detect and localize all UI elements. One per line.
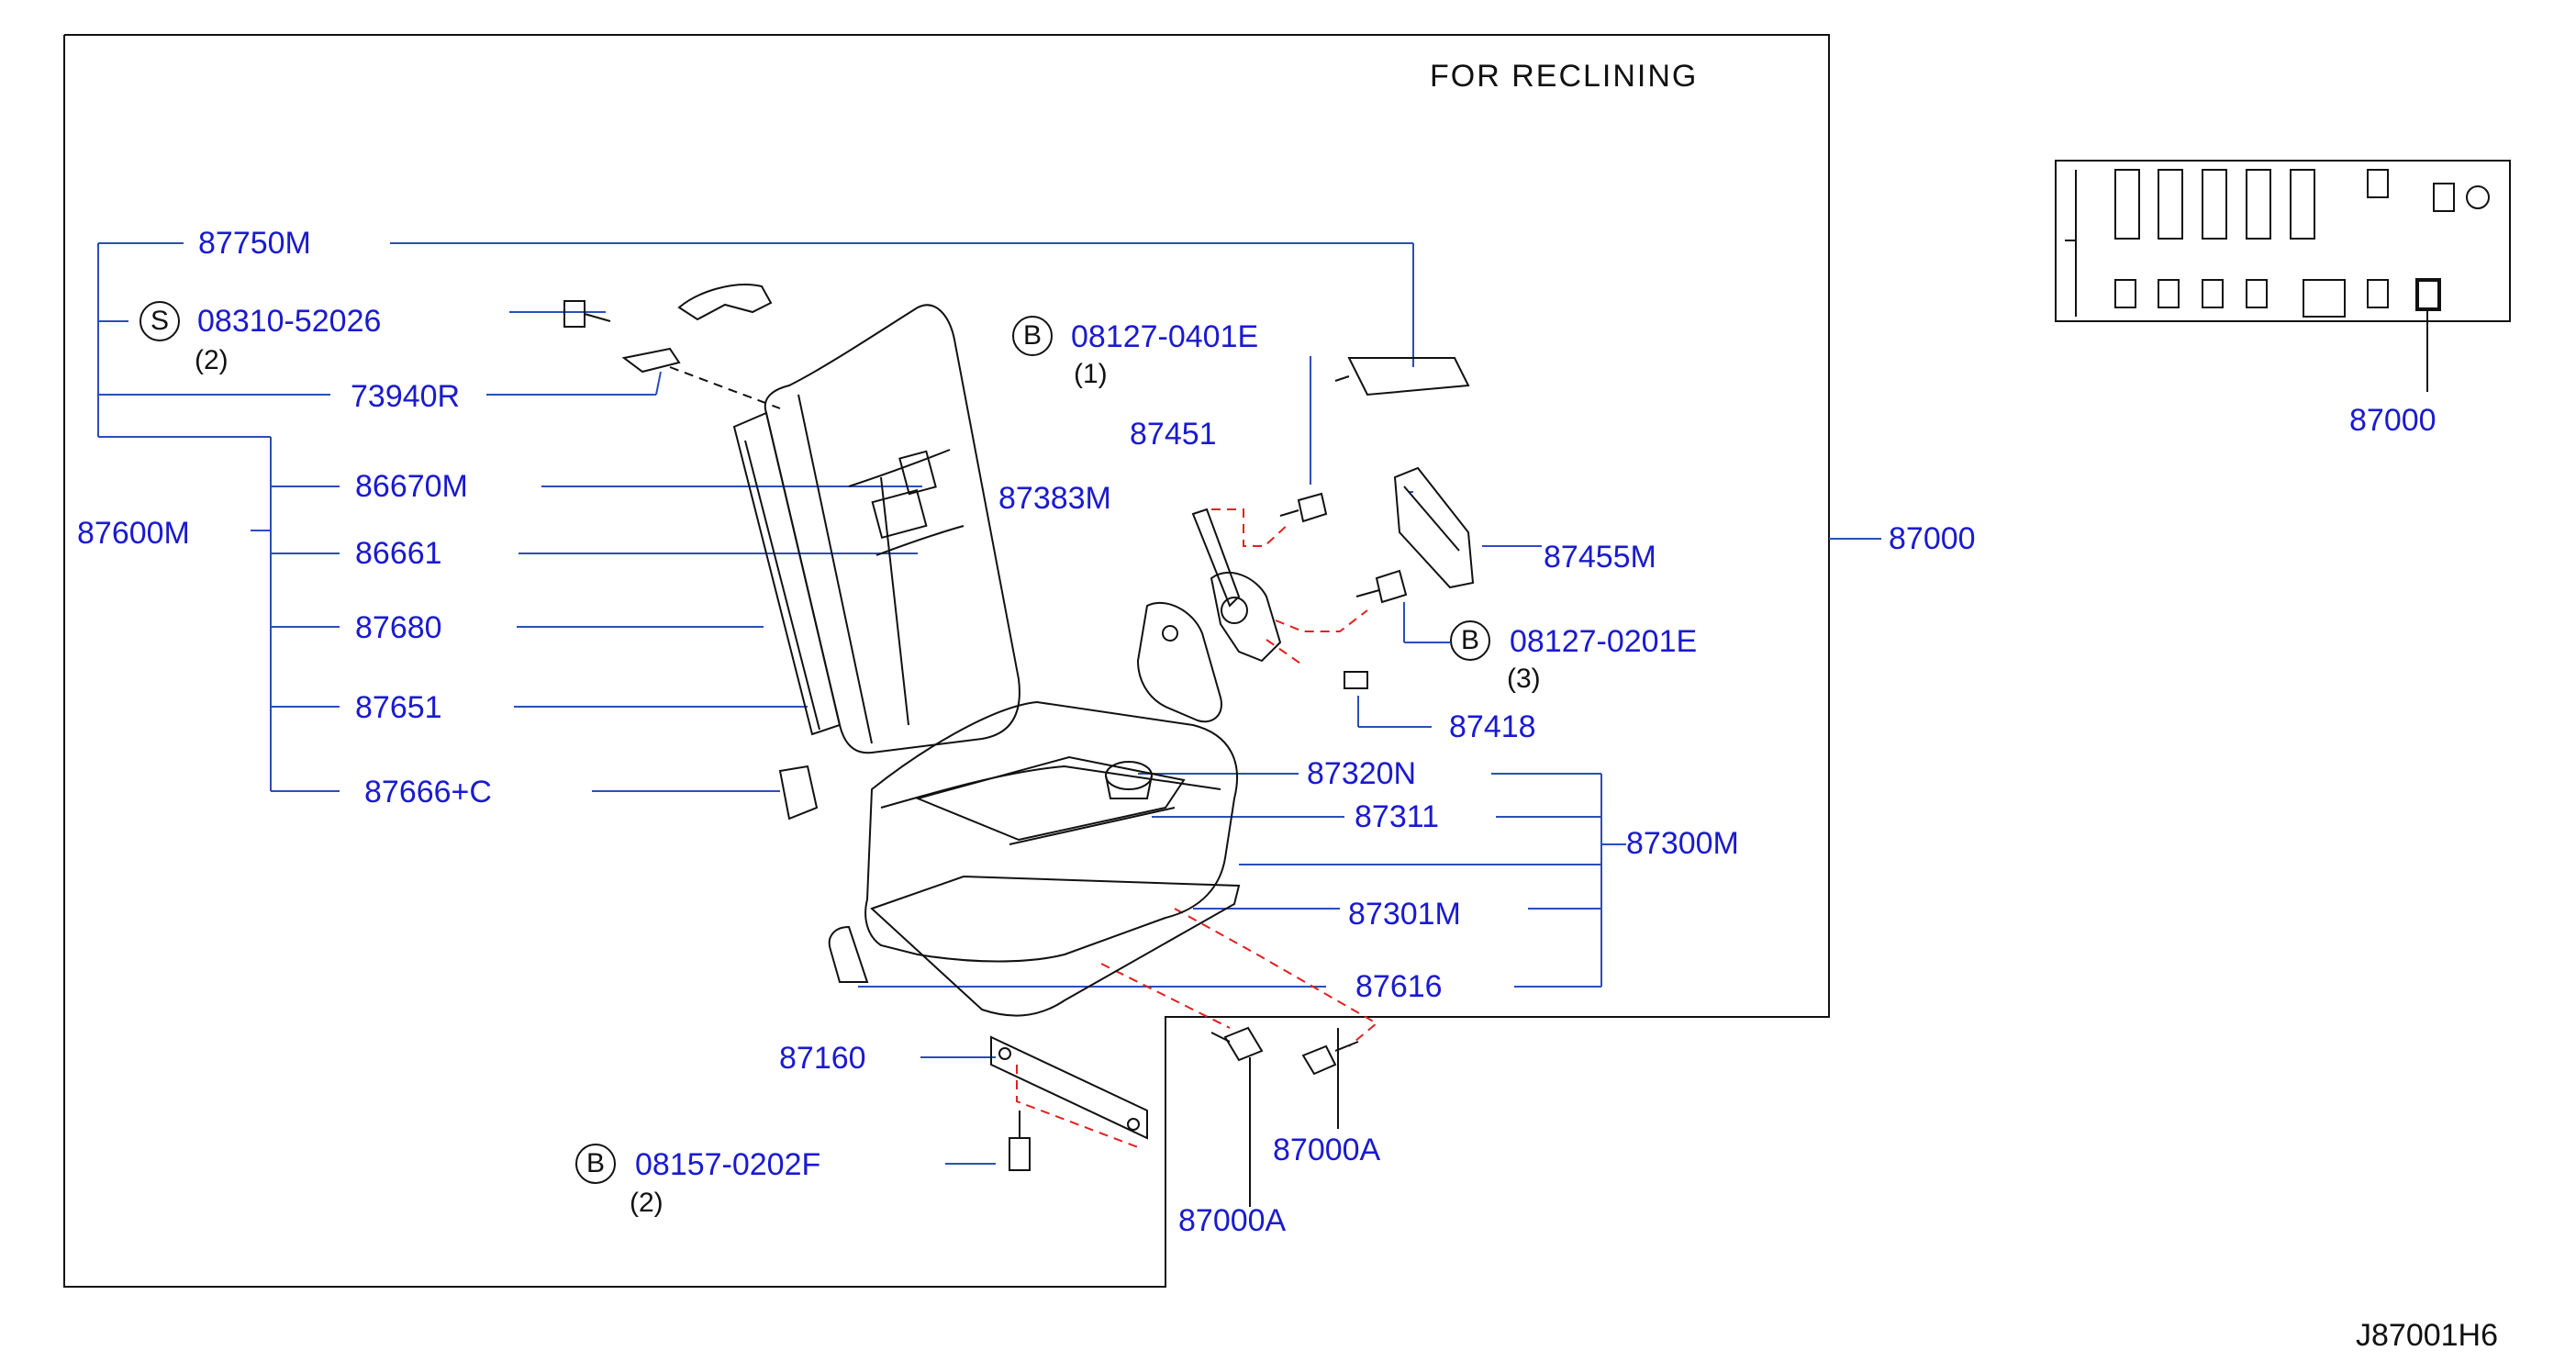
marker-s: S (139, 301, 180, 341)
label-08127-0401E: 08127-0401E (1071, 319, 1259, 354)
qty-08127-0201E: (3) (1507, 664, 1541, 694)
label-87418: 87418 (1449, 709, 1536, 744)
drawing-id: J87001H6 (2356, 1318, 2499, 1353)
qty-08157-0202F: (2) (630, 1188, 664, 1218)
label-87160: 87160 (779, 1041, 866, 1076)
grip-dash (669, 366, 781, 409)
label-87600M: 87600M (77, 516, 190, 551)
leader-lines (97, 242, 2428, 1207)
label-73940R: 73940R (351, 379, 461, 414)
section-title: FOR RECLINING (1430, 59, 1699, 94)
label-08157-0202F: 08157-0202F (635, 1147, 821, 1182)
label-87666C: 87666+C (364, 775, 492, 809)
label-08310-52026: 08310-52026 (197, 304, 382, 339)
label-87750M: 87750M (198, 226, 311, 261)
inset-panel (2055, 160, 2511, 322)
label-87451: 87451 (1130, 417, 1217, 452)
fastener-dashes (1016, 508, 1378, 1148)
marker-b-0401e: B (1012, 316, 1053, 356)
label-08127-0201E: 08127-0201E (1510, 624, 1698, 659)
marker-b-0202f: B (575, 1144, 616, 1184)
label-87000-inset: 87000 (2349, 403, 2437, 438)
main-frame (63, 34, 1830, 1288)
marker-b-0201e: B (1450, 620, 1490, 661)
label-87651: 87651 (355, 690, 442, 725)
seat-illustration (563, 284, 1475, 1171)
label-87616: 87616 (1355, 969, 1443, 1004)
label-87000-main: 87000 (1889, 521, 1976, 556)
label-87300M: 87300M (1626, 826, 1739, 861)
qty-08127-0401E: (1) (1074, 359, 1108, 389)
label-87455M: 87455M (1544, 540, 1656, 575)
qty-08310-52026: (2) (195, 345, 229, 375)
label-87320N: 87320N (1307, 756, 1417, 791)
label-87383M: 87383M (998, 481, 1111, 516)
label-86661: 86661 (355, 536, 442, 571)
label-87680: 87680 (355, 610, 442, 645)
label-87000A-right: 87000A (1273, 1133, 1381, 1167)
label-87000A-left: 87000A (1178, 1203, 1287, 1238)
label-86670M: 86670M (355, 469, 468, 504)
label-87301M: 87301M (1348, 897, 1461, 932)
label-87311: 87311 (1355, 799, 1440, 834)
